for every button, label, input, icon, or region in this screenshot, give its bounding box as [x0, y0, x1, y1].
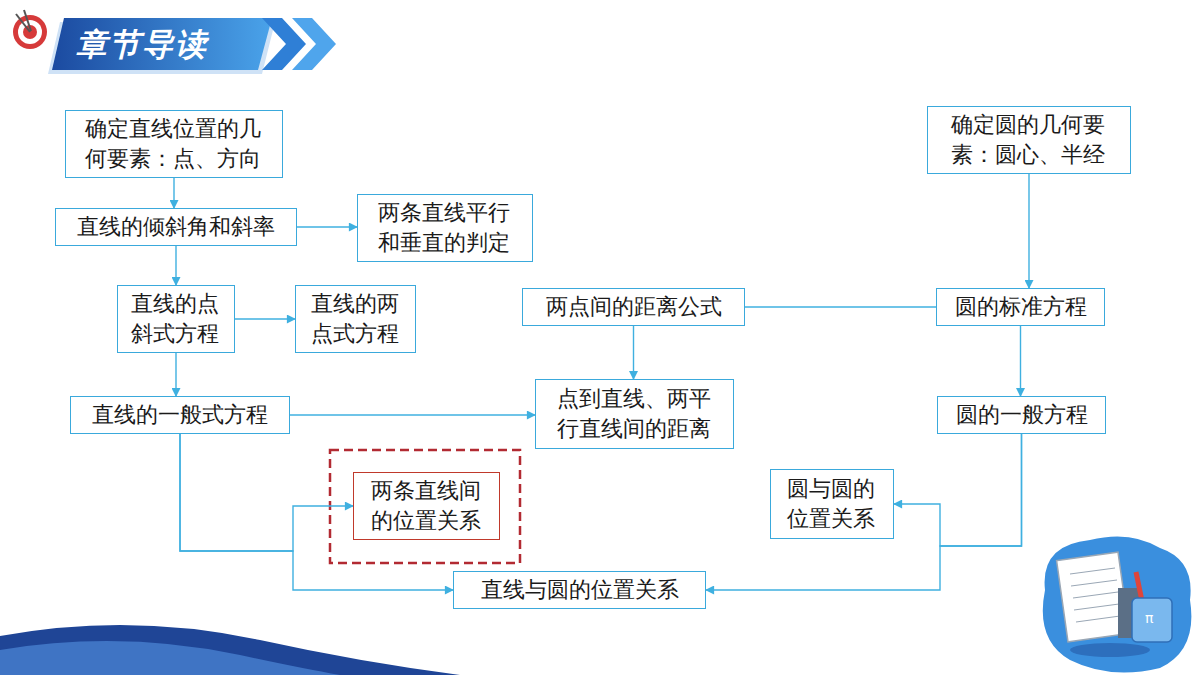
box-text: 直线的点斜式方程 — [131, 289, 221, 349]
concept-box: 确定圆的几何要素：圆心、半经 — [927, 106, 1131, 174]
tray — [1070, 643, 1150, 657]
concept-box: 两条直线平行和垂直的判定 — [357, 194, 533, 262]
concept-box: 直线的倾斜角和斜率 — [55, 208, 297, 246]
box-text: 两条直线间的位置关系 — [371, 476, 483, 536]
wave — [0, 625, 460, 675]
connector-arrow — [745, 306, 936, 307]
concept-box: 直线的一般式方程 — [70, 396, 290, 434]
connector-arrow — [175, 353, 176, 396]
concept-box: 直线的点斜式方程 — [117, 285, 235, 353]
target-icon — [13, 10, 47, 49]
box-text: 点到直线、两平行直线间的距离 — [557, 384, 713, 444]
blob — [1043, 536, 1192, 672]
chevron — [292, 18, 336, 70]
connector-arrow — [894, 434, 1022, 546]
box-text: 圆与圆的位置关系 — [787, 474, 877, 534]
box-text: 直线的倾斜角和斜率 — [77, 212, 275, 242]
concept-box: 点到直线、两平行直线间的距离 — [535, 379, 734, 449]
box-text: 圆的标准方程 — [955, 292, 1087, 322]
box-text: 确定圆的几何要素：圆心、半经 — [951, 110, 1107, 170]
target-ring — [13, 15, 47, 49]
box-text: 圆的一般方程 — [956, 400, 1088, 430]
connector-arrow — [1028, 174, 1029, 288]
box-text: 确定直线位置的几何要素：点、方向 — [85, 114, 263, 174]
connector-arrow — [297, 226, 357, 227]
connector-arrow — [1020, 326, 1021, 396]
connector-arrow — [290, 414, 535, 415]
connector-arrow — [633, 326, 634, 379]
connector-arrow — [180, 434, 353, 551]
concept-box: 两点间的距离公式 — [522, 288, 745, 326]
highlight-box: 两条直线间的位置关系 — [353, 472, 500, 540]
cup — [1132, 598, 1172, 642]
banner-shape — [52, 18, 272, 70]
concept-box: 直线的两点式方程 — [295, 285, 416, 353]
box-text: 直线的两点式方程 — [311, 289, 401, 349]
connector-arrow — [706, 434, 1022, 590]
box-text: 直线的一般式方程 — [92, 400, 268, 430]
wave — [0, 641, 340, 675]
highlight-frame — [330, 450, 520, 563]
box-text: 直线与圆的位置关系 — [481, 575, 679, 605]
study-illustration — [1043, 536, 1192, 672]
concept-box: 圆的标准方程 — [936, 288, 1105, 326]
cup-symbol: π — [1145, 610, 1153, 626]
concept-box: 确定直线位置的几何要素：点、方向 — [65, 110, 283, 178]
concept-box: 直线与圆的位置关系 — [453, 571, 706, 609]
chapter-title: 章节导读 — [76, 22, 208, 66]
dart — [24, 10, 31, 31]
concept-box: 圆的一般方程 — [937, 396, 1106, 434]
connector-arrow — [235, 318, 295, 319]
connector-arrow — [173, 178, 174, 208]
notebook-lines — [1070, 568, 1120, 622]
box-text: 两条直线平行和垂直的判定 — [378, 198, 512, 258]
connector-arrow — [175, 246, 176, 285]
concept-box: 圆与圆的位置关系 — [770, 469, 894, 539]
box-text: 两点间的距离公式 — [546, 292, 722, 322]
